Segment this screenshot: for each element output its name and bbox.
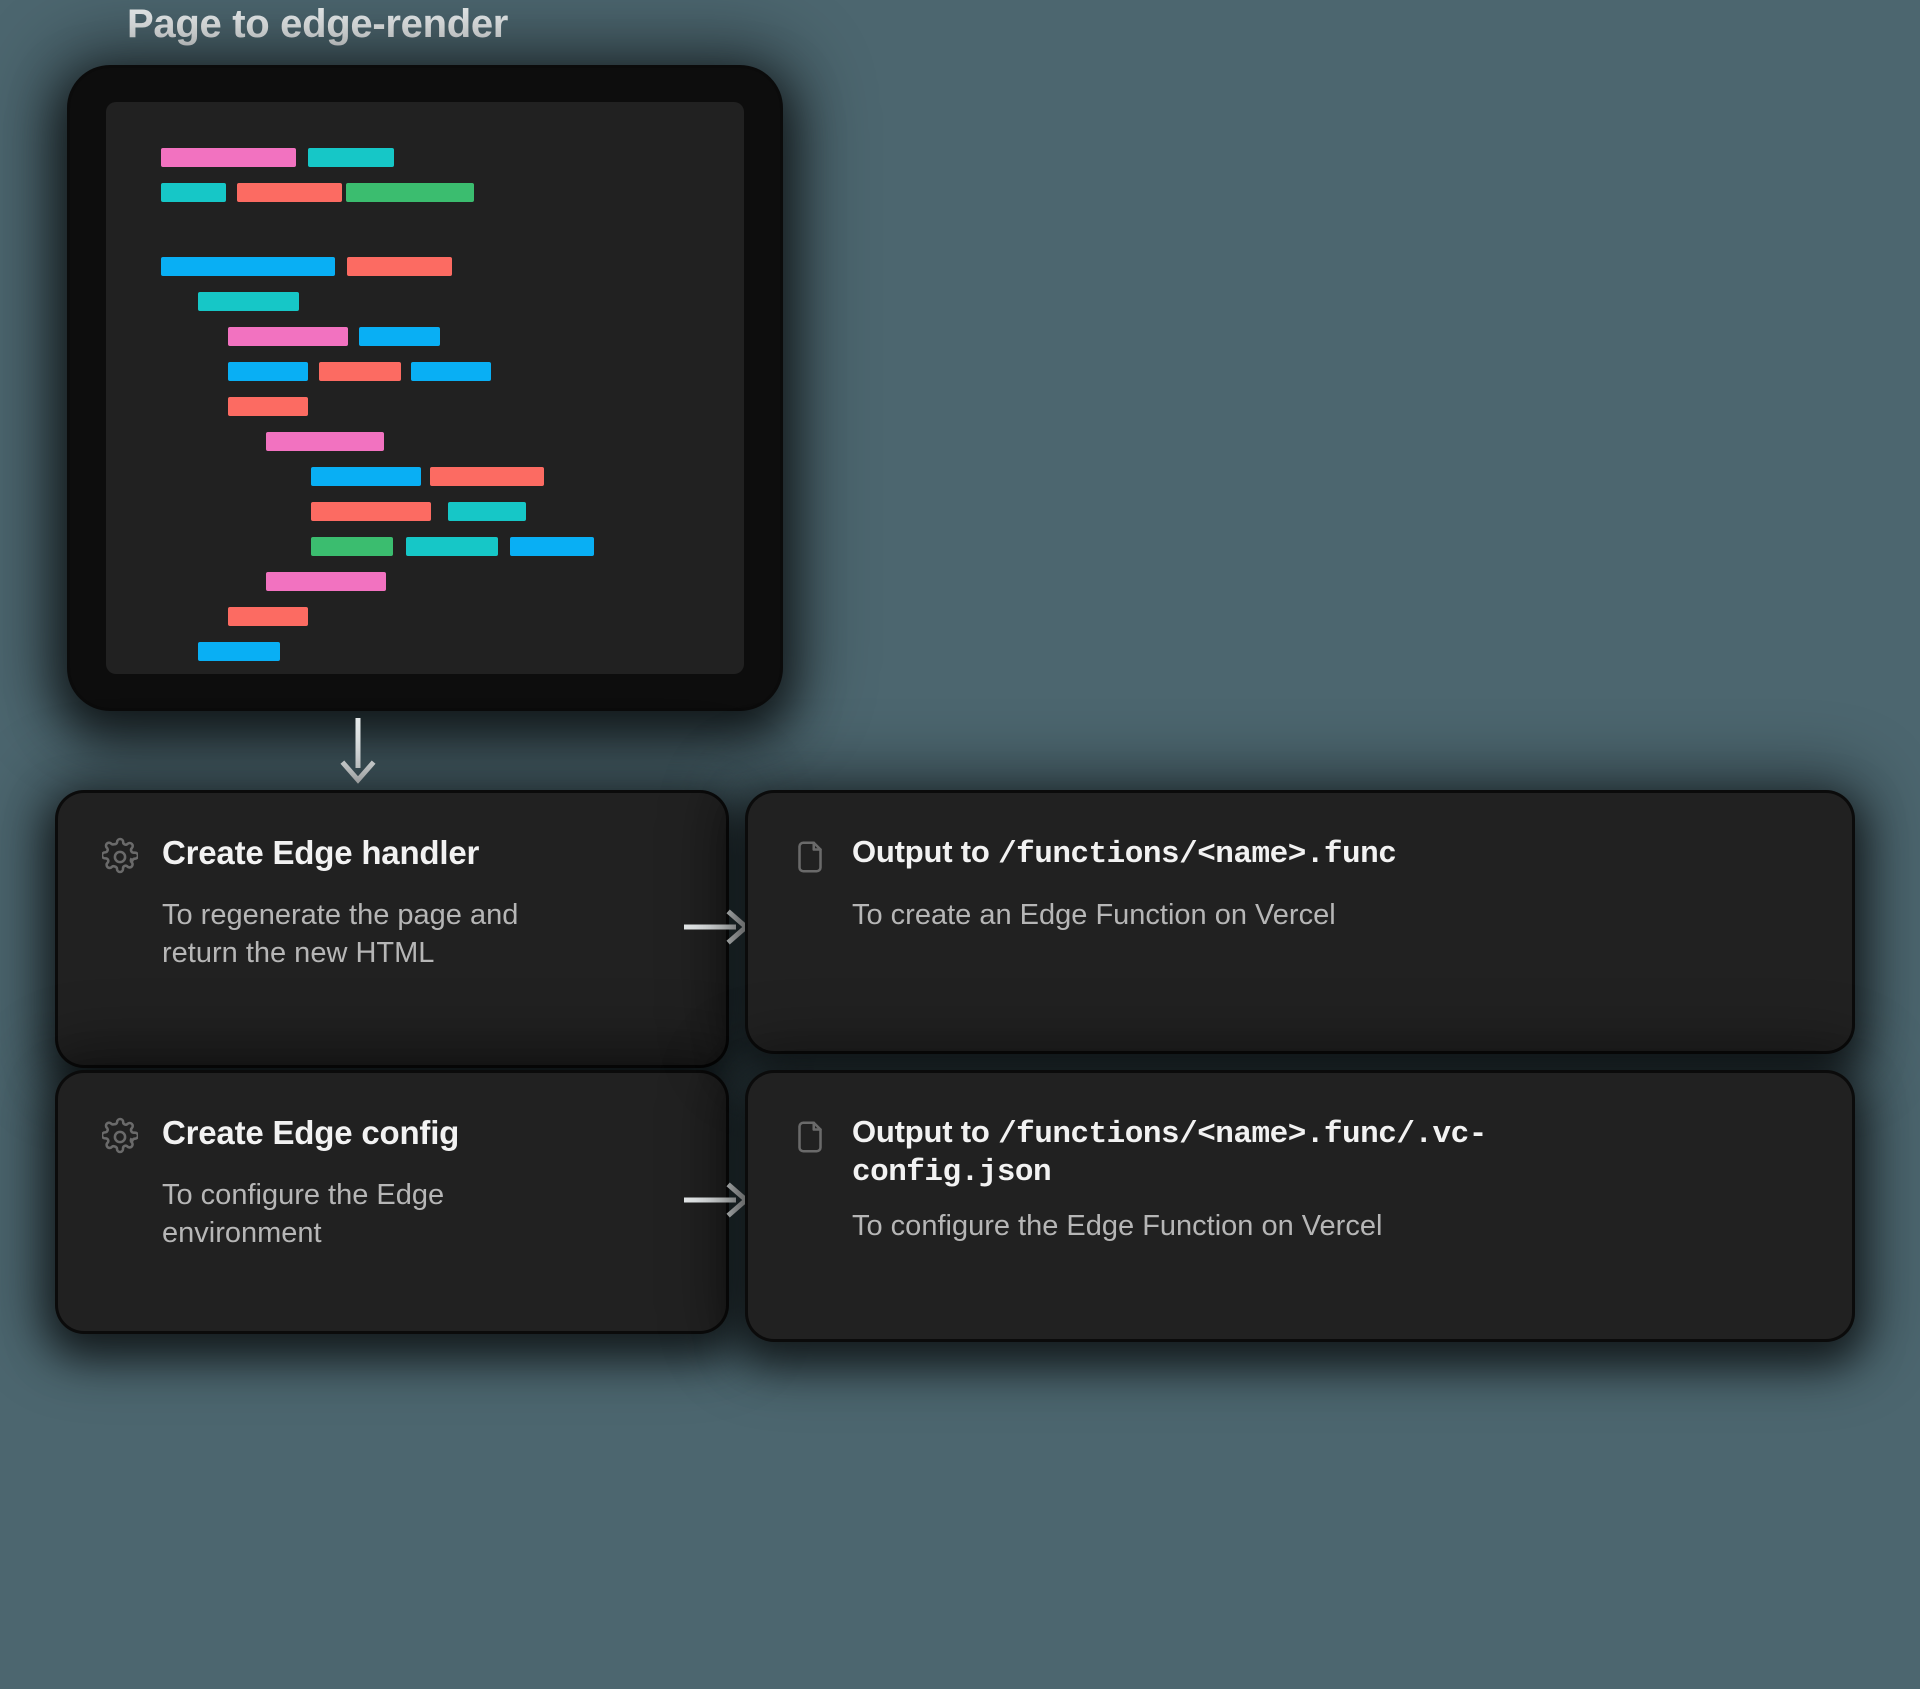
card-create-edge-handler[interactable]: Create Edge handler To regenerate the pa… bbox=[58, 793, 726, 1065]
code-bar bbox=[347, 257, 452, 276]
card-description: To create an Edge Function on Vercel bbox=[852, 899, 1336, 931]
card-header: Output to /functions/<name>.func bbox=[792, 833, 1808, 877]
code-bar bbox=[237, 183, 342, 202]
gear-icon bbox=[102, 1117, 138, 1157]
card-header: Create Edge handler bbox=[102, 833, 682, 877]
code-bar bbox=[266, 572, 386, 591]
code-bar bbox=[161, 257, 335, 276]
card-title: Output to /functions/<name>.func bbox=[852, 833, 1397, 874]
code-bar bbox=[198, 642, 280, 661]
page-source-code-panel bbox=[70, 68, 780, 708]
page-title: Page to edge-render bbox=[127, 2, 509, 46]
card-title-path: /functions/<name>.func bbox=[998, 837, 1397, 872]
card-description: To configure the Edge Function on Vercel bbox=[852, 1209, 1383, 1242]
card-create-edge-config[interactable]: Create Edge config To configure the Edge… bbox=[58, 1073, 726, 1331]
code-bars-container bbox=[106, 102, 744, 674]
code-bar bbox=[359, 327, 440, 346]
code-bar bbox=[311, 467, 421, 486]
code-bar bbox=[228, 607, 308, 626]
card-title: Create Edge handler bbox=[162, 834, 480, 871]
code-bar bbox=[311, 537, 393, 556]
connector-code-to-handler bbox=[336, 718, 380, 784]
connector-handler-to-output-func bbox=[684, 905, 750, 949]
card-header: Output to /functions/<name>.func/.vc-con… bbox=[792, 1113, 1808, 1192]
code-bar bbox=[266, 432, 384, 451]
card-title: Output to /functions/<name>.func/.vc-con… bbox=[852, 1113, 1552, 1192]
card-title-prefix: Output to bbox=[852, 834, 999, 869]
code-bar bbox=[406, 537, 498, 556]
card-header: Create Edge config bbox=[102, 1113, 682, 1157]
code-bar bbox=[430, 467, 544, 486]
code-bar bbox=[308, 148, 394, 167]
card-description: To regenerate the page and return the ne… bbox=[162, 899, 519, 969]
code-bar bbox=[510, 537, 594, 556]
code-bar bbox=[319, 362, 401, 381]
card-title-prefix: Output to bbox=[852, 1114, 999, 1149]
card-title: Create Edge config bbox=[162, 1114, 460, 1151]
code-bar bbox=[311, 502, 431, 521]
connector-config-to-output-vc-config bbox=[684, 1178, 750, 1222]
code-bar bbox=[346, 183, 474, 202]
card-description: To configure the Edge environment bbox=[162, 1179, 445, 1249]
code-bar bbox=[228, 327, 348, 346]
code-bar bbox=[411, 362, 491, 381]
code-bar bbox=[228, 362, 308, 381]
code-bar bbox=[228, 397, 308, 416]
gear-icon bbox=[102, 837, 138, 877]
card-title-path: /functions/<name>.func/.vc-config.json bbox=[852, 1117, 1487, 1190]
code-bar bbox=[161, 148, 296, 167]
card-output-vc-config[interactable]: Output to /functions/<name>.func/.vc-con… bbox=[748, 1073, 1852, 1339]
file-icon bbox=[792, 1117, 828, 1157]
file-icon bbox=[792, 837, 828, 877]
code-bar bbox=[198, 292, 299, 311]
code-bar bbox=[161, 183, 226, 202]
card-output-func[interactable]: Output to /functions/<name>.func To crea… bbox=[748, 793, 1852, 1051]
code-bar bbox=[448, 502, 526, 521]
